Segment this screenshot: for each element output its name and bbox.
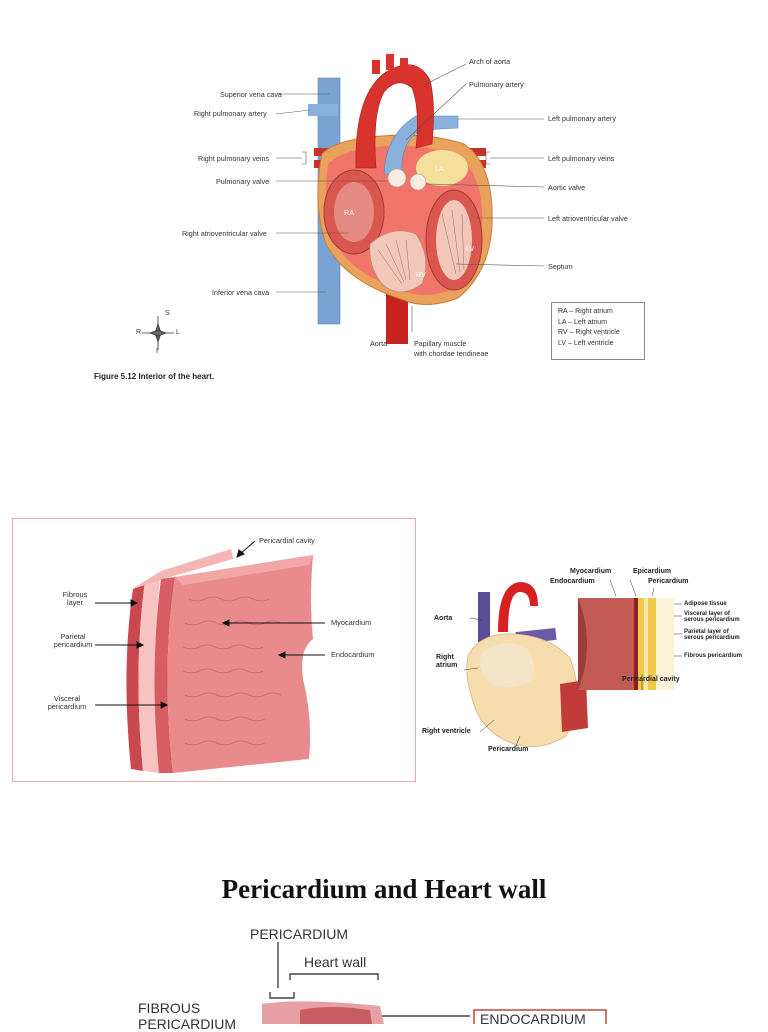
pericardium-brackets [262,942,607,1024]
label-endocardium: Endocardium [331,650,375,659]
label-aorta: Aorta [370,339,388,348]
legend-la: LA – Left atrium [558,318,608,326]
label-visceral-2: pericardium [47,702,87,711]
label-heart-wall: Heart wall [304,954,367,970]
label-parietal-2: pericardium [53,640,93,649]
legend-box: RA – Right atrium LA – Left atrium RV – … [551,302,645,360]
label-pericardial-cavity: Pericardial cavity [259,536,315,545]
label-parietal-layer-1: Parietal layer of [684,629,729,635]
label-epicardium: Epicardium [633,568,672,575]
label-parietal-1: Parietal [60,632,86,641]
figure-interior-of-heart: S I R L Superior vena cava Right pulmona… [86,44,646,388]
label-endocardium-3: Endocardium [550,578,595,585]
label-fibrous-line-1: FIBROUS [138,1000,201,1016]
label-right-ventricle: Right ventricle [422,728,471,735]
compass-icon [142,316,174,350]
label-left-av-valve: Left atrioventricular valve [548,214,628,223]
label-ra: RA [344,208,354,217]
label-visceral-1: Visceral [53,694,81,703]
label-fibrous-line-2: PERICARDIUM [138,1016,237,1032]
label-fibrous-1: Fibrous [62,590,88,599]
label-papillary-1: Papillary muscle [414,339,467,348]
label-adipose-tissue: Adipose tissue [684,601,727,607]
heart-interior-illustration [142,54,545,350]
legend-ra: RA – Right atrium [558,308,613,315]
compass-l: L [176,329,180,336]
label-inferior-vena-cava: Inferior vena cava [212,288,270,297]
label-pulmonary-artery: Pulmonary artery [469,80,524,89]
label-left-pulmonary-artery: Left pulmonary artery [548,114,616,123]
section-title: Pericardium and Heart wall [221,874,547,904]
pericardium-illustration [463,579,682,748]
label-aorta-3: Aorta [434,615,453,622]
label-superior-vena-cava: Superior vena cava [220,90,282,99]
label-aortic-valve: Aortic valve [548,183,586,192]
label-right-pulmonary-veins: Right pulmonary veins [198,154,270,163]
figure1-caption: Figure 5.12 Interior of the heart. [94,372,215,381]
label-fibrous-pericardium-3: Fibrous pericardium [684,653,743,659]
label-pericardial-cavity-3: Pericardial cavity [622,676,680,683]
label-pericardium-heading: PERICARDIUM [250,926,349,942]
label-visceral-layer-1: Visceral layer of [684,611,730,617]
label-pericardium-bottom: Pericardium [488,746,529,753]
label-la: LA [435,164,444,173]
label-arch-of-aorta: Arch of aorta [469,57,511,66]
label-endocardium-boxed: ENDOCARDIUM [480,1011,586,1027]
label-parietal-layer-2: serous pericardium [684,635,740,642]
label-rv: RV [416,270,426,279]
legend-lv: LV – Left ventricle [558,339,614,347]
label-left-pulmonary-veins: Left pulmonary veins [548,154,615,163]
label-right-av-valve: Right atrioventricular valve [182,229,267,238]
label-papillary-2: with chordae tendineae [414,349,489,358]
legend-rv: RV – Right ventricle [558,329,620,336]
label-visceral-layer-2: serous pericardium [684,617,740,624]
label-lv: LV [466,244,475,253]
label-pericardium-top: Pericardium [648,578,689,585]
compass-r: R [136,329,142,336]
compass-s: S [165,310,170,317]
compass-i: I [156,348,158,355]
heart-wall-illustration [95,540,325,773]
label-myocardium-3: Myocardium [570,568,612,575]
label-septum: Septum [548,262,573,271]
label-right-atrium-1: Right [436,654,454,661]
label-right-pulmonary-artery: Right pulmonary artery [194,109,267,118]
figure-pericardium-layers: Myocardium Epicardium Endocardium Perica… [420,560,760,760]
label-fibrous-2: layer [66,598,84,607]
label-myocardium: Myocardium [331,618,372,627]
label-pulmonary-valve: Pulmonary valve [216,177,270,186]
label-right-atrium-2: atrium [436,661,458,669]
